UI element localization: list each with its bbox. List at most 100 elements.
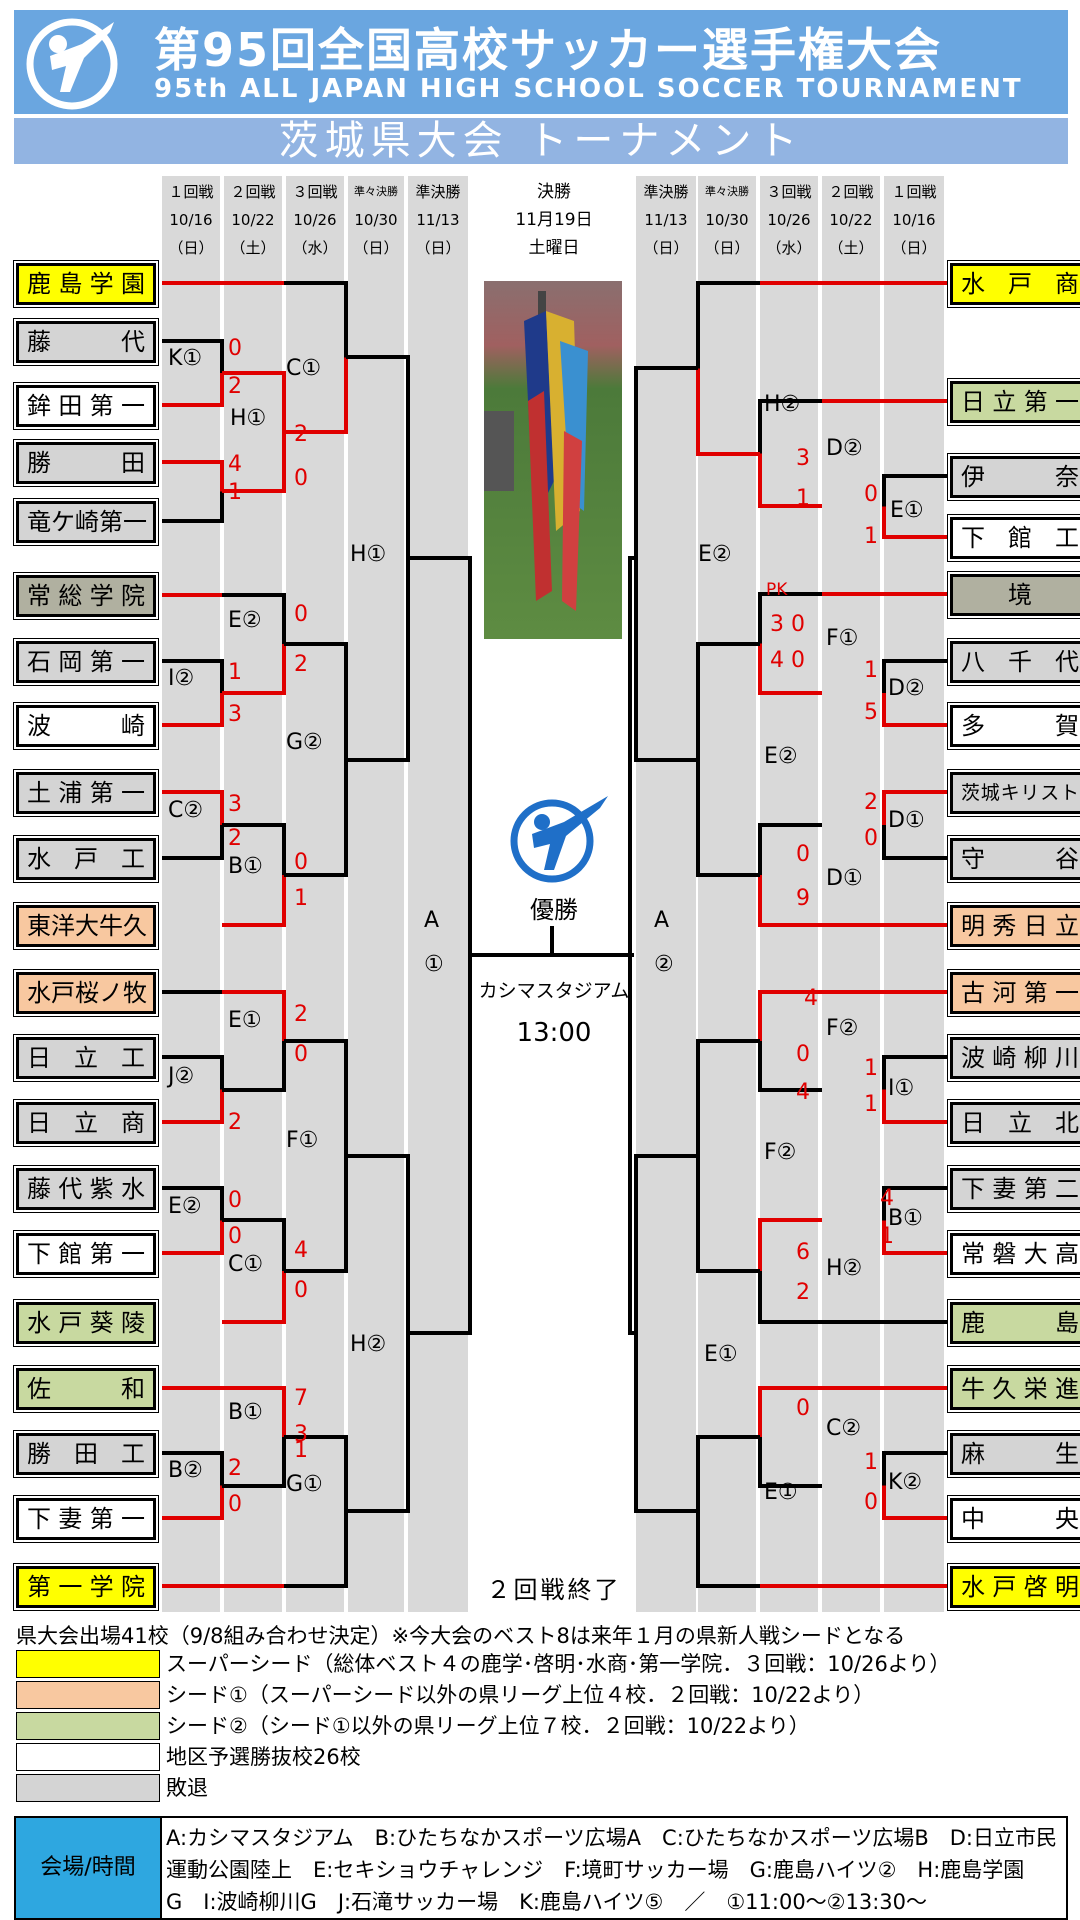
- team-right_teams-3: 下館工: [947, 514, 1080, 562]
- score: 4: [880, 1186, 894, 1211]
- score: 0: [294, 850, 308, 875]
- bracket-line: [222, 1437, 286, 1488]
- team-left_teams-0: 鹿島学園: [13, 260, 159, 308]
- team-left_teams-12: 日立工: [13, 1034, 159, 1082]
- match-label: G②: [286, 730, 323, 755]
- team-left_teams-13: 日立商: [13, 1099, 159, 1147]
- bracket-line: [222, 875, 286, 927]
- round-header-name: ３回戦: [766, 183, 812, 201]
- legend-text-ss: スーパーシード（総体ベスト４の鹿学･啓明･水商･第一学院．３回戦：10/26より…: [166, 1652, 951, 1676]
- legend-swatch-ns: [16, 1743, 160, 1771]
- round-header-date: 10/16: [892, 211, 936, 229]
- match-label: D②: [826, 436, 863, 461]
- bracket-line: [162, 373, 224, 407]
- bracket-line: [882, 1220, 948, 1255]
- round-column: [884, 176, 944, 1612]
- score: 4: [294, 1238, 308, 1263]
- bracket-line: [162, 1485, 224, 1520]
- bracket-line: [284, 1435, 348, 1512]
- bracket-line: [696, 1435, 760, 1512]
- bracket-line: [162, 659, 224, 693]
- match-label: J②: [168, 1064, 195, 1089]
- match-label: D①: [888, 808, 925, 833]
- team-right_teams-11: 波崎柳川: [947, 1034, 1080, 1082]
- score: 0: [796, 1396, 810, 1421]
- bracket-line: [758, 453, 822, 508]
- bracket-line: [696, 368, 760, 456]
- score: 1: [796, 486, 810, 511]
- bracket-line: [882, 474, 948, 507]
- score: 1: [228, 480, 242, 505]
- title-jp: 第95回全国高校サッカー選手権大会: [154, 23, 943, 77]
- bracket-line: [758, 990, 822, 1041]
- team-left_teams-9: 水戸工: [13, 835, 159, 883]
- team-left_teams-4: 竜ケ崎第一: [13, 498, 159, 546]
- round-header-date: 10/26: [767, 211, 811, 229]
- score: 0: [228, 1492, 242, 1517]
- team-right_teams-6: 多賀: [947, 702, 1080, 750]
- team-right_teams-15: 鹿島: [947, 1299, 1080, 1347]
- bracket-line: [696, 759, 760, 877]
- match-label: F①: [286, 1128, 319, 1153]
- match-label: B①: [228, 854, 263, 879]
- round-header-name: ２回戦: [828, 183, 874, 201]
- score: 1: [864, 658, 878, 683]
- bracket-line: [758, 1271, 822, 1324]
- score: 0: [294, 602, 308, 627]
- bracket-line: [162, 1089, 224, 1124]
- round-header-name: 準決勝: [415, 183, 461, 201]
- match-label: H②: [826, 1256, 863, 1281]
- round-header-name: 準決勝: [643, 183, 689, 201]
- legend-text-s1: シード①（スーパーシード以外の県リーグ上位４校．２回戦：10/22より）: [166, 1683, 875, 1707]
- score: 4: [228, 452, 242, 477]
- match-label: C②: [826, 1416, 862, 1441]
- bracket-line: [882, 1186, 948, 1221]
- match-label: E①: [890, 498, 924, 523]
- team-left_teams-5: 常総学院: [13, 572, 159, 620]
- bracket-line: [284, 281, 348, 358]
- score: 3: [294, 1422, 308, 1447]
- final-date: 11月19日: [515, 210, 593, 230]
- score: 4 0: [770, 648, 805, 673]
- score: 1: [864, 1056, 878, 1081]
- score: 2: [228, 374, 242, 399]
- round-header-date: 10/22: [829, 211, 873, 229]
- venue-line-1: A:カシマスタジアム B:ひたちなかスポーツ広場A C:ひたちなかスポーツ広場B…: [166, 1826, 1057, 1850]
- score: 1: [864, 1092, 878, 1117]
- match-label: B①: [228, 1400, 263, 1425]
- match-label: E②: [228, 608, 262, 633]
- bracket-line: [634, 1154, 698, 1334]
- team-left_teams-15: 下館第一: [13, 1230, 159, 1278]
- venue-line-2: 運動公園陸上 E:セキショウチャレンジ F:境町サッカー場 G:鹿島ハイツ② H…: [166, 1858, 1025, 1882]
- team-right_teams-10: 古河第一: [947, 969, 1080, 1017]
- bracket-line: [346, 355, 410, 559]
- bracket-line: [284, 1156, 348, 1273]
- legend-swatch-ss: [16, 1650, 160, 1678]
- final-venue: カシマスタジアム: [478, 980, 630, 1002]
- bracket-line: [696, 1156, 760, 1273]
- team-left_teams-20: 第一学院: [13, 1563, 159, 1611]
- score: 1: [880, 1224, 894, 1249]
- tournament-status: ２回戦終了: [486, 1576, 622, 1604]
- round-header-name: ３回戦: [292, 183, 338, 201]
- round-header-day: （日）: [168, 239, 214, 257]
- match-label: I②: [168, 666, 195, 691]
- score: 1: [864, 524, 878, 549]
- winner-label: 優勝: [530, 896, 578, 924]
- team-left_teams-1: 藤代: [13, 318, 159, 366]
- final-round: 決勝 11月19日 土曜日: [484, 178, 624, 262]
- legend-swatch-s2: [16, 1712, 160, 1740]
- team-right_teams-5: 八千代: [947, 638, 1080, 686]
- round-header-date: 10/30: [354, 211, 398, 229]
- bracket-line: [346, 1333, 410, 1513]
- round-column: [162, 176, 220, 1612]
- match-label: F①: [826, 626, 859, 651]
- bracket-line: [882, 1451, 948, 1486]
- round-header-date: 11/13: [644, 211, 688, 229]
- score: 3: [228, 702, 242, 727]
- bracket-line: [882, 659, 948, 693]
- bracket-line: [284, 1511, 348, 1588]
- legend-swatch-el: [16, 1774, 160, 1802]
- round-column: [698, 176, 756, 1612]
- team-left_teams-7: 波崎: [13, 702, 159, 750]
